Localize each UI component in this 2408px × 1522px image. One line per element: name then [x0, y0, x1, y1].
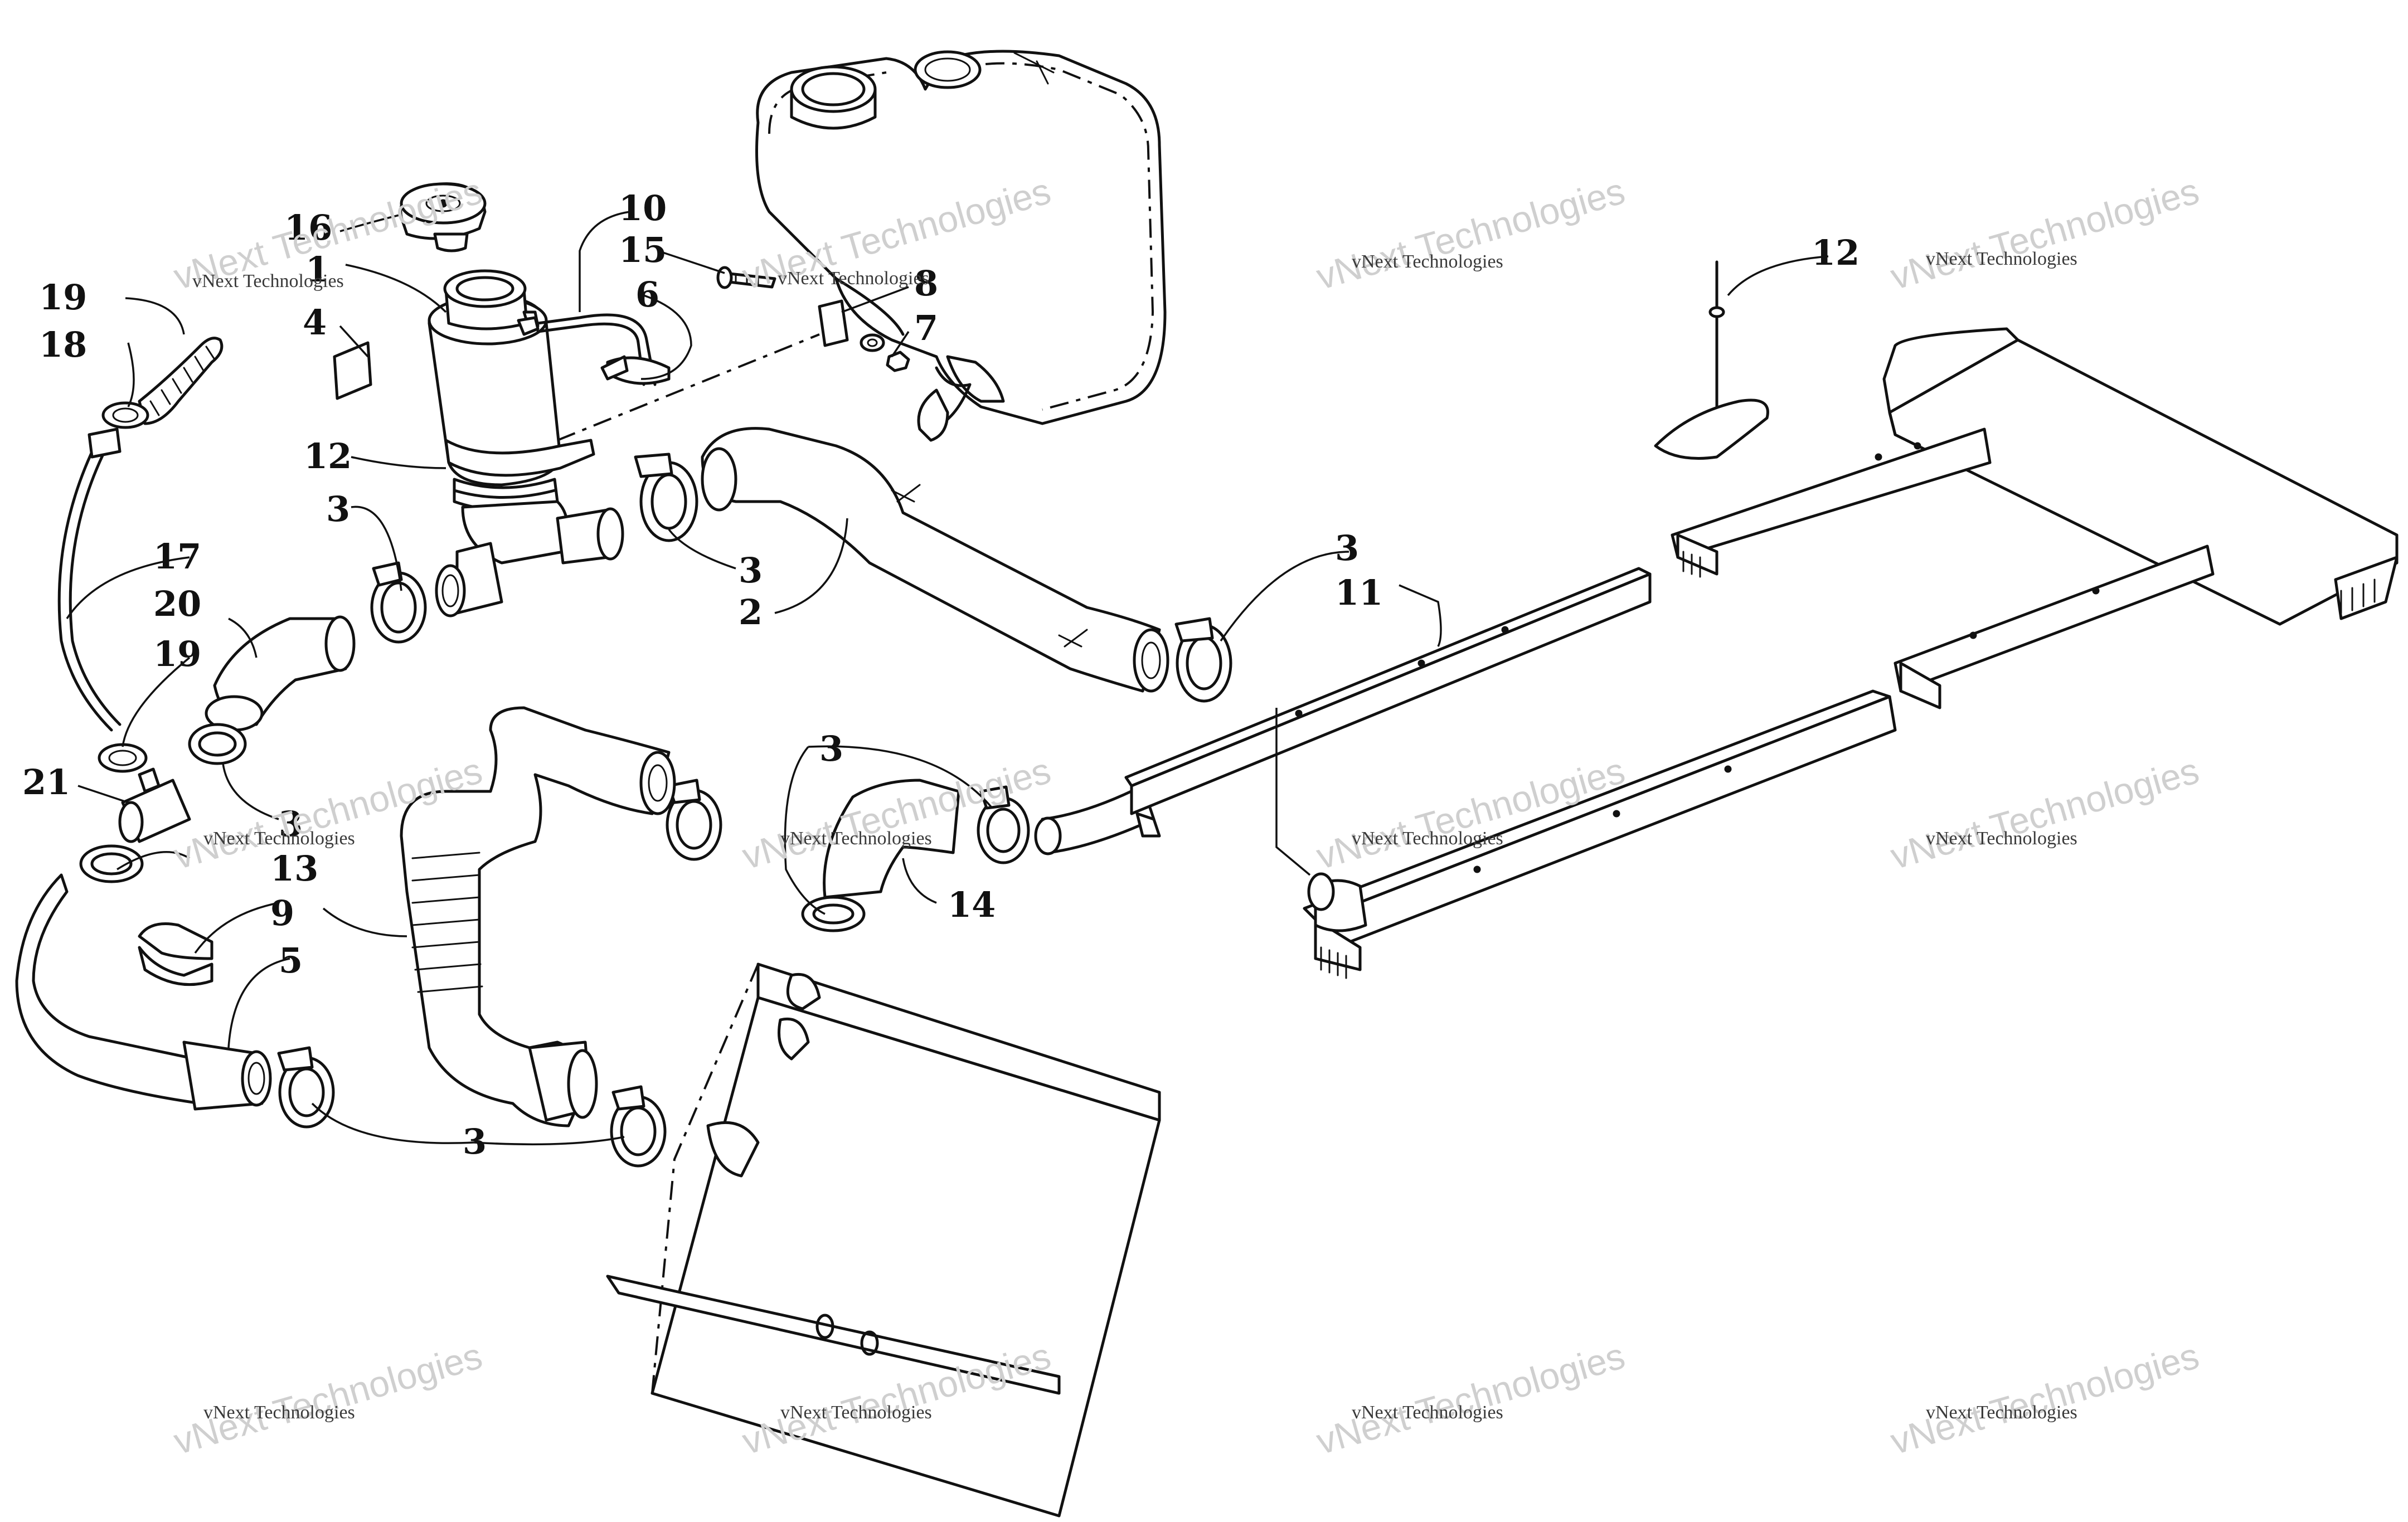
- clamps-19: [98, 401, 149, 773]
- watermark-small-5: vNext Technologies: [203, 828, 355, 849]
- radiator-upper-bar: [1124, 567, 1652, 838]
- watermark-small-8: vNext Technologies: [1926, 828, 2077, 849]
- elbow-hose-21: [205, 615, 356, 732]
- hose-5: [15, 873, 272, 1111]
- watermark-big-8: vNext Technologies: [1886, 750, 2203, 877]
- callout-4: 4: [303, 302, 327, 343]
- watermark-small-1: vNext Technologies: [192, 271, 344, 291]
- watermark-big-11: vNext Technologies: [1312, 1335, 1629, 1462]
- leader-lines: [66, 211, 1829, 1146]
- lower-radiator-panel: [606, 962, 1161, 1518]
- watermark-small-10: vNext Technologies: [780, 1402, 932, 1423]
- watermark-big-4: vNext Technologies: [1886, 170, 2203, 298]
- hose-14: [823, 779, 960, 899]
- callout-3a: 3: [326, 489, 350, 529]
- radiator-lower-bar: [1303, 689, 1897, 979]
- radiator-right-assembly: [1671, 327, 2399, 709]
- callout-8: 8: [914, 263, 938, 304]
- callout-16: 12: [1812, 232, 1860, 273]
- callout-11: 11: [1335, 572, 1383, 613]
- hose-10: [400, 706, 676, 1127]
- watermark-11: vNext Technologies: [1312, 1335, 1629, 1462]
- watermark-big-9: vNext Technologies: [169, 1335, 486, 1462]
- callout-3b: 3: [739, 550, 763, 591]
- watermark-9: vNext Technologies: [169, 1335, 486, 1462]
- filler-neck-bottle: [428, 269, 624, 617]
- watermark-small-12: vNext Technologies: [1926, 1402, 2077, 1423]
- callout-22: 21: [22, 762, 70, 803]
- watermark-12: vNext Technologies: [1886, 1335, 2203, 1462]
- callout-3f: 3: [463, 1121, 487, 1162]
- bolt-washer-nut: [716, 266, 910, 372]
- watermark-small-6: vNext Technologies: [780, 828, 932, 849]
- watermark-small-9: vNext Technologies: [203, 1402, 355, 1423]
- callout-12: 12: [304, 436, 352, 476]
- callout-19a: 18: [39, 324, 87, 365]
- decal-label: [333, 341, 372, 400]
- clamps-3: [79, 453, 1232, 1168]
- pad-and-pin-16: [1654, 260, 1769, 460]
- callout-1: 1: [305, 249, 329, 290]
- watermark-big-3: vNext Technologies: [1312, 170, 1629, 298]
- watermark-8: vNext Technologies: [1886, 750, 2203, 877]
- callout-3d: 3: [279, 804, 303, 844]
- callout-numbers: 16 1 4 10 15 6 8 7 12 19 18 12 3 3 2 3 1…: [22, 188, 1860, 1162]
- callout-19b: 19: [153, 634, 201, 674]
- callout-6: 6: [635, 274, 659, 315]
- callout-13: 13: [270, 848, 318, 889]
- callout-17: 16: [284, 207, 332, 248]
- callout-15: 15: [619, 230, 667, 270]
- assembly-centerlines: [557, 333, 1311, 876]
- watermark-small-4: vNext Technologies: [1926, 249, 2077, 269]
- vent-hose: [57, 337, 224, 732]
- watermark-small-11: vNext Technologies: [1352, 1402, 1503, 1423]
- callout-5: 5: [279, 940, 303, 981]
- callout-10: 9: [270, 893, 294, 933]
- callout-7: 7: [914, 308, 938, 348]
- callout-3e: 3: [819, 728, 843, 769]
- hose-2: [701, 427, 1169, 693]
- radiator-cap: [399, 182, 487, 252]
- watermark-4: vNext Technologies: [1886, 170, 2203, 298]
- watermark-small-7: vNext Technologies: [1352, 828, 1503, 849]
- watermark-small-3: vNext Technologies: [1352, 251, 1503, 272]
- overflow-hose: [536, 313, 671, 386]
- callout-20: 19: [39, 277, 87, 318]
- callout-9: 10: [619, 188, 667, 228]
- callout-18: 17: [153, 536, 201, 577]
- callout-2: 2: [739, 592, 763, 633]
- callout-14: 14: [948, 884, 996, 925]
- watermark-big-12: vNext Technologies: [1886, 1335, 2203, 1462]
- callout-3c: 3: [1335, 528, 1359, 568]
- watermark-small-2: vNext Technologies: [778, 268, 929, 289]
- watermark-3: vNext Technologies: [1312, 170, 1629, 298]
- clamp-13: [138, 922, 213, 986]
- coolant-reservoir-tank: [755, 50, 1167, 442]
- fitting-22: [118, 767, 191, 843]
- callout-21: 20: [153, 583, 201, 624]
